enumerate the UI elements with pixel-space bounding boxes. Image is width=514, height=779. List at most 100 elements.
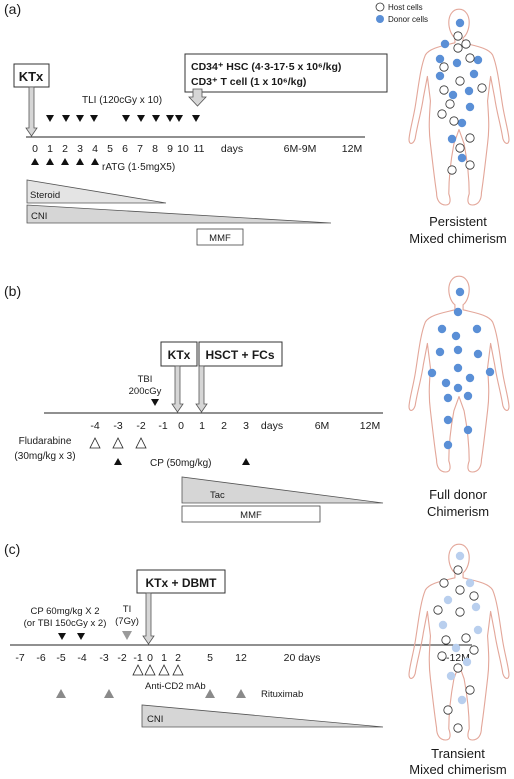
- panel-c-cp-marker: [77, 633, 85, 640]
- tick-label: 0: [178, 420, 184, 432]
- donor-cell-dot: [453, 363, 463, 373]
- host-cell-dot: [465, 160, 475, 170]
- host-cell-dot: [453, 565, 463, 575]
- panel-c-anti-cd2-label: Anti-CD2 mAb: [145, 681, 206, 692]
- donor-cell-dot: [452, 58, 462, 68]
- panel-b-tac-taper: [181, 476, 384, 504]
- donor-cell-dot: [473, 349, 483, 359]
- panel-b-flu-markers: [89, 437, 147, 449]
- tick-label: 2: [221, 420, 227, 432]
- rituximab-dose-marker: [56, 689, 66, 698]
- anti-cd2-dose-marker: [158, 664, 170, 676]
- host-cell-dot: [439, 85, 449, 95]
- panel-a-ratg-label: rATG (1·5mgX5): [102, 162, 175, 173]
- tick-label: -6: [36, 652, 45, 664]
- donor-cell-dot: [485, 367, 495, 377]
- tick-label-unit: days: [221, 143, 243, 155]
- host-cell-dot: [433, 605, 443, 615]
- donor-cell-dot: [453, 383, 463, 393]
- panel-c-rituximab-markers: [56, 689, 246, 698]
- tli-dose-marker: [137, 115, 145, 122]
- panel-a-hsc-line1: CD34⁺ HSC (4·3-17·5 x 10⁶/kg): [191, 61, 341, 73]
- host-cell-dot: [453, 723, 463, 733]
- panel-c-label: (c): [4, 541, 20, 557]
- panel-b-mmf-box: [181, 505, 321, 523]
- host-cell-dot: [439, 62, 449, 72]
- tick-label: 0: [147, 652, 153, 664]
- tick-label: 4: [92, 143, 98, 155]
- body-figure-a: [408, 8, 510, 206]
- host-cell-dot: [439, 578, 449, 588]
- cell-dot-group: [438, 551, 483, 705]
- panel-b-mmf-label: MMF: [240, 510, 262, 521]
- tick-label: 6M-9M: [284, 143, 317, 155]
- host-cell-dot: [437, 651, 447, 661]
- donor-cell-dot: [453, 345, 463, 355]
- ratg-dose-marker: [46, 158, 54, 165]
- panel-a-mmf-box: [196, 228, 244, 246]
- donor-cell-dot: [472, 324, 482, 334]
- tick-label: -4: [77, 652, 86, 664]
- panel-c-ktx-box: [136, 569, 226, 594]
- tick-label: -4: [90, 420, 99, 432]
- donor-cell-dot: [465, 373, 475, 383]
- panel-a-mmf-label: MMF: [209, 233, 231, 244]
- tick-label: 5: [107, 143, 113, 155]
- donor-cell-dot: [464, 86, 474, 96]
- tick-label: 9-12M: [440, 652, 470, 664]
- host-cell-dot: [469, 591, 479, 601]
- panel-a-tli-label: TLI (120cGy x 10): [82, 95, 162, 106]
- panel-b-tbi-line1: TBI: [138, 374, 153, 385]
- donor-cell-dot: [443, 440, 453, 450]
- panel-a-steroid-taper: [26, 179, 167, 204]
- tick-label: 12M: [342, 143, 362, 155]
- host-cell-dot: [465, 53, 475, 63]
- fludarabine-dose-marker: [112, 437, 124, 449]
- tli-dose-marker: [152, 115, 160, 122]
- panel-a-tick-labels: 0 1 2 3 4 5 6 7 8 9 10 11 days 6M-9M 12M: [32, 143, 362, 155]
- panel-c-outcome-line2: Mixed chimerism: [409, 762, 507, 777]
- cell-dot-group: [435, 18, 483, 163]
- host-cell-dot: [455, 585, 465, 595]
- tick-label: 3: [243, 420, 249, 432]
- donor-cell-dot-faded: [473, 625, 483, 635]
- panel-c-cp-line2: (or TBI 150cGy x 2): [24, 618, 107, 629]
- panel-a: (a) KTx CD34⁺ HSC (4·3-17·5 x 10⁶/kg) CD…: [4, 1, 388, 246]
- panel-b-hsct-box: [198, 341, 283, 367]
- donor-cell-dot: [451, 331, 461, 341]
- donor-cell-legend-icon: [376, 15, 384, 23]
- panel-b-hsct-label: HSCT + FCs: [205, 348, 274, 362]
- tli-dose-marker: [175, 115, 183, 122]
- panel-c-ti-line2: (7Gy): [115, 616, 139, 627]
- tick-label: 8: [152, 143, 158, 155]
- tick-label: 10: [177, 143, 189, 155]
- panel-a-cni-label: CNI: [31, 211, 47, 222]
- panel-c-cp-marker: [58, 633, 66, 640]
- panel-b-hsct-arrow: [195, 365, 208, 413]
- tick-label: -7: [15, 652, 24, 664]
- tick-label: -5: [56, 652, 65, 664]
- panel-a-ktx-label: KTx: [19, 69, 44, 84]
- panel-a-outcome-line1: Persistent: [429, 214, 487, 229]
- donor-cell-dot: [427, 368, 437, 378]
- panel-a-steroid-label: Steroid: [30, 190, 60, 201]
- panel-b-tac-label: Tac: [210, 490, 225, 501]
- donor-cell-dot: [457, 153, 467, 163]
- tick-label: 0: [32, 143, 38, 155]
- anti-cd2-dose-marker: [172, 664, 184, 676]
- rituximab-dose-marker: [236, 689, 246, 698]
- body-figure-b: [408, 275, 510, 473]
- rituximab-dose-marker: [104, 689, 114, 698]
- donor-cell-dot-faded: [438, 620, 448, 630]
- tick-label-unit: 20 days: [284, 652, 321, 664]
- host-cell-legend-icon: [375, 2, 385, 12]
- tick-label: 3: [77, 143, 83, 155]
- panel-b-flu-line1: Fludarabine: [19, 436, 72, 447]
- donor-cell-dot: [443, 393, 453, 403]
- ratg-dose-marker: [91, 158, 99, 165]
- tick-label: 2: [62, 143, 68, 155]
- tick-label: -1: [158, 420, 167, 432]
- tick-label: 1: [47, 143, 53, 155]
- donor-cell-dot: [473, 55, 483, 65]
